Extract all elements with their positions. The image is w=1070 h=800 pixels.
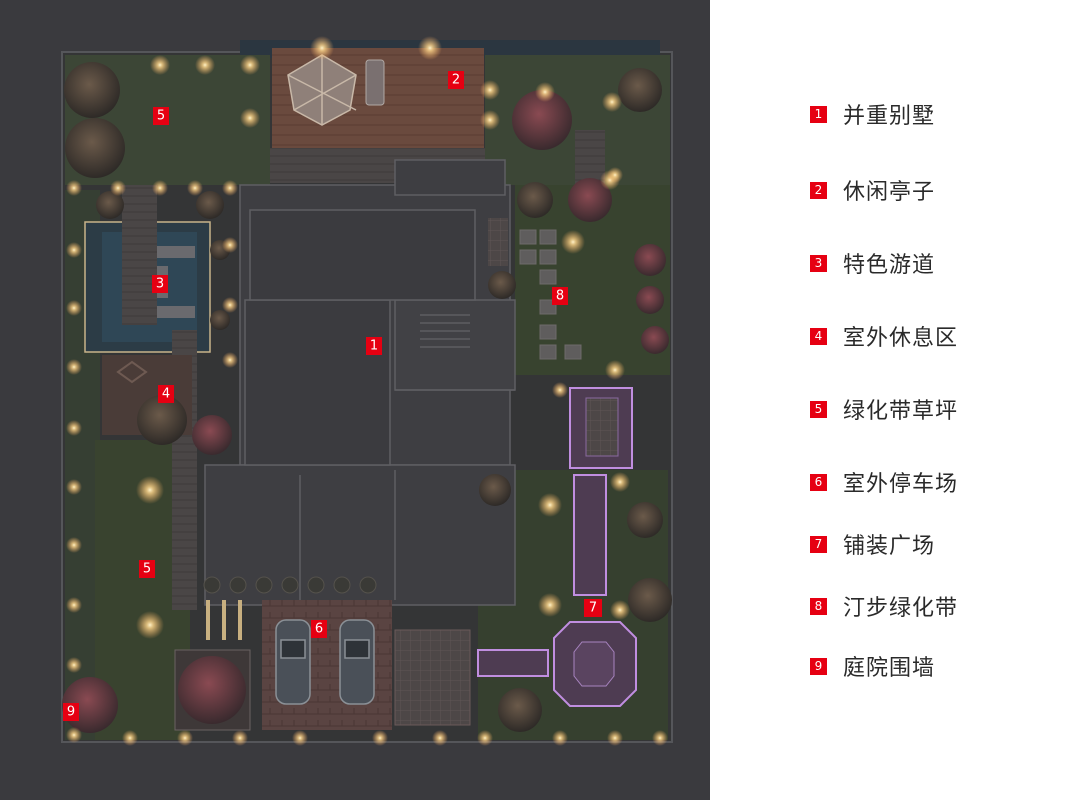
legend-number: 5: [810, 400, 827, 418]
plan-marker-number: 5: [157, 109, 165, 124]
plan-marker-number: 2: [452, 73, 460, 88]
legend-number: 6: [810, 473, 827, 491]
plan-marker-6: 6: [311, 620, 327, 638]
legend-number: 7: [810, 535, 827, 553]
paved-plaza-path: [477, 387, 637, 707]
legend-item-2: 2 休闲亭子: [810, 176, 936, 205]
legend-label: 铺装广场: [843, 534, 936, 559]
plan-marker-4: 4: [158, 385, 174, 403]
legend-label: 并重别墅: [843, 104, 936, 129]
legend-item-7: 7 铺装广场: [810, 530, 936, 559]
plan-marker-2: 2: [448, 71, 464, 89]
plaza-inlay: [585, 397, 619, 457]
stepping-grid: [488, 218, 508, 266]
legend-label: 庭院围墙: [843, 656, 936, 681]
plan-marker-number: 3: [156, 277, 164, 292]
legend-item-4: 4 室外休息区: [810, 322, 959, 351]
north-walkway: [122, 185, 157, 325]
plan-marker-5-west: 5: [139, 560, 155, 578]
plan-marker-number: 6: [315, 622, 323, 637]
car-icon: [275, 619, 375, 705]
legend-item-1: 1 并重别墅: [810, 100, 936, 129]
plan-marker-number: 5: [143, 562, 151, 577]
tree-canopies: [62, 62, 672, 733]
plan-marker-9: 9: [63, 703, 79, 721]
legend-panel: 1 并重别墅 2 休闲亭子 3 特色游道 4 室外休息区 5 绿化带草坪 6 室…: [710, 0, 1070, 800]
legend-item-9: 9 庭院围墙: [810, 652, 936, 681]
legend-number: 3: [810, 254, 827, 272]
legend-number: 4: [810, 327, 827, 345]
legend-label: 汀步绿化带: [843, 596, 959, 621]
legend-number: 8: [810, 597, 827, 615]
rest-area-tile: [116, 360, 148, 384]
site-plan-map: 1 2 3 4 5 5 6 7 8 9: [0, 0, 710, 800]
plan-marker-1: 1: [366, 337, 382, 355]
legend-number: 1: [810, 105, 827, 123]
plan-marker-7: 7: [584, 599, 602, 617]
plan-marker-8: 8: [552, 287, 568, 305]
garden-lights: [66, 36, 668, 746]
legend-item-5: 5 绿化带草坪: [810, 395, 959, 424]
legend-label: 休闲亭子: [843, 180, 936, 205]
plaza-center-tile: [573, 641, 615, 687]
plan-marker-3: 3: [152, 275, 168, 293]
legend-label: 绿化带草坪: [843, 399, 959, 424]
legend-label: 室外休息区: [843, 326, 959, 351]
plan-marker-number: 9: [67, 705, 75, 720]
legend-item-8: 8 汀步绿化带: [810, 592, 959, 621]
legend-item-6: 6 室外停车场: [810, 468, 959, 497]
legend-label: 室外停车场: [843, 472, 959, 497]
legend-number: 9: [810, 657, 827, 675]
plan-marker-number: 4: [162, 387, 170, 402]
lounge-chair: [365, 59, 385, 106]
lit-bench: [206, 600, 242, 640]
plan-marker-number: 7: [589, 601, 597, 616]
paved-square-south: [394, 629, 471, 726]
villa-stairs: [420, 314, 470, 348]
north-east-steps: [575, 130, 605, 185]
plan-marker-5-north: 5: [153, 107, 169, 125]
villa-building: [204, 159, 516, 606]
plan-marker-number: 1: [370, 339, 378, 354]
legend-label: 特色游道: [843, 253, 936, 278]
pavilion-canopy: [287, 54, 357, 126]
shrub-row: [203, 576, 377, 594]
legend-number: 2: [810, 181, 827, 199]
plan-marker-number: 8: [556, 289, 564, 304]
legend-item-3: 3 特色游道: [810, 249, 936, 278]
